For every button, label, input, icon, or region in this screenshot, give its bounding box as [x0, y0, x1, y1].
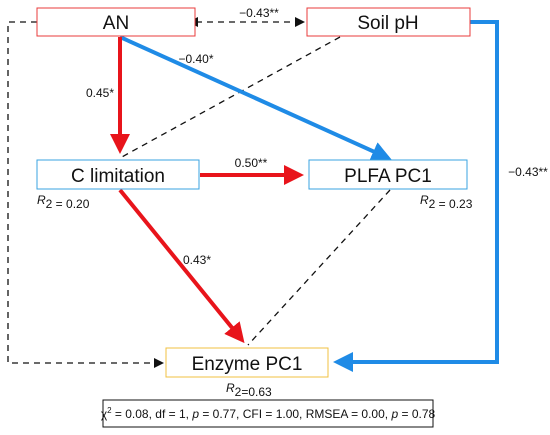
fit-part2: = 0.77, CFI = 1.00, RMSEA = 0.00, [199, 407, 391, 421]
r2-enzyme-pc1-value: 2=0.63 [235, 385, 272, 399]
node-enzyme-pc1-box [165, 347, 329, 378]
fit-part1: = 0.08, df = 1, [112, 407, 193, 421]
model-fit-text: χ2 = 0.08, df = 1, p = 0.77, CFI = 1.00,… [101, 406, 436, 421]
node-c-limitation-box [36, 159, 200, 190]
coef-climit-plfa: 0.50** [235, 156, 268, 170]
r2-plfa-pc1: R2 = 0.23 [420, 193, 473, 211]
node-an-box [36, 7, 196, 37]
r2-plfa-pc1-symbol: R [420, 193, 429, 207]
fit-chi: χ [101, 407, 108, 421]
node-plfa-pc1-label: PLFA PC1 [344, 166, 432, 187]
node-soil-ph-box [306, 7, 471, 37]
path-climit-enzyme-positive [118, 188, 245, 344]
node-soil-ph: Soil pH [306, 7, 471, 37]
node-an-label: AN [103, 13, 129, 34]
node-plfa-pc1-box [308, 159, 468, 190]
model-fit-box: χ2 = 0.08, df = 1, p = 0.77, CFI = 1.00,… [101, 399, 436, 428]
node-c-limitation-label: C limitation [71, 166, 165, 187]
coef-an-climit: 0.45* [86, 86, 114, 100]
node-enzyme-pc1: Enzyme PC1 [165, 347, 329, 378]
path-soilph-enzyme-negative [333, 20, 499, 372]
coef-an-plfa: −0.40* [178, 52, 213, 66]
model-fit-border [102, 399, 434, 428]
node-enzyme-pc1-label: Enzyme PC1 [192, 354, 303, 375]
r2-enzyme-pc1: R2=0.63 [226, 381, 272, 399]
fit-chi-sup: 2 [107, 406, 112, 415]
r2-c-limitation: R2 = 0.20 [37, 193, 90, 211]
path-soilph-climit-dashed [119, 36, 341, 159]
coef-soilph-enzyme: −0.43** [508, 165, 548, 179]
coef-an-soilph: −0.43** [239, 6, 279, 20]
r2-c-limitation-value: 2 = 0.20 [46, 197, 90, 211]
fit-p2: p [390, 407, 398, 421]
node-an: AN [36, 7, 196, 37]
coef-climit-enzyme: 0.43* [183, 253, 211, 267]
r2-c-limitation-symbol: R [37, 193, 46, 207]
path-plfa-enzyme-dashed [247, 189, 391, 346]
node-soil-ph-label: Soil pH [357, 13, 418, 34]
path-an-enzyme-dashed [7, 21, 164, 368]
path-an-plfa-negative [119, 35, 392, 161]
node-c-limitation: C limitation [36, 159, 200, 190]
fit-p1: p [191, 407, 199, 421]
r2-plfa-pc1-value: 2 = 0.23 [429, 197, 473, 211]
r2-enzyme-pc1-symbol: R [226, 381, 235, 395]
fit-part3: = 0.78 [398, 407, 435, 421]
node-plfa-pc1: PLFA PC1 [308, 159, 468, 190]
